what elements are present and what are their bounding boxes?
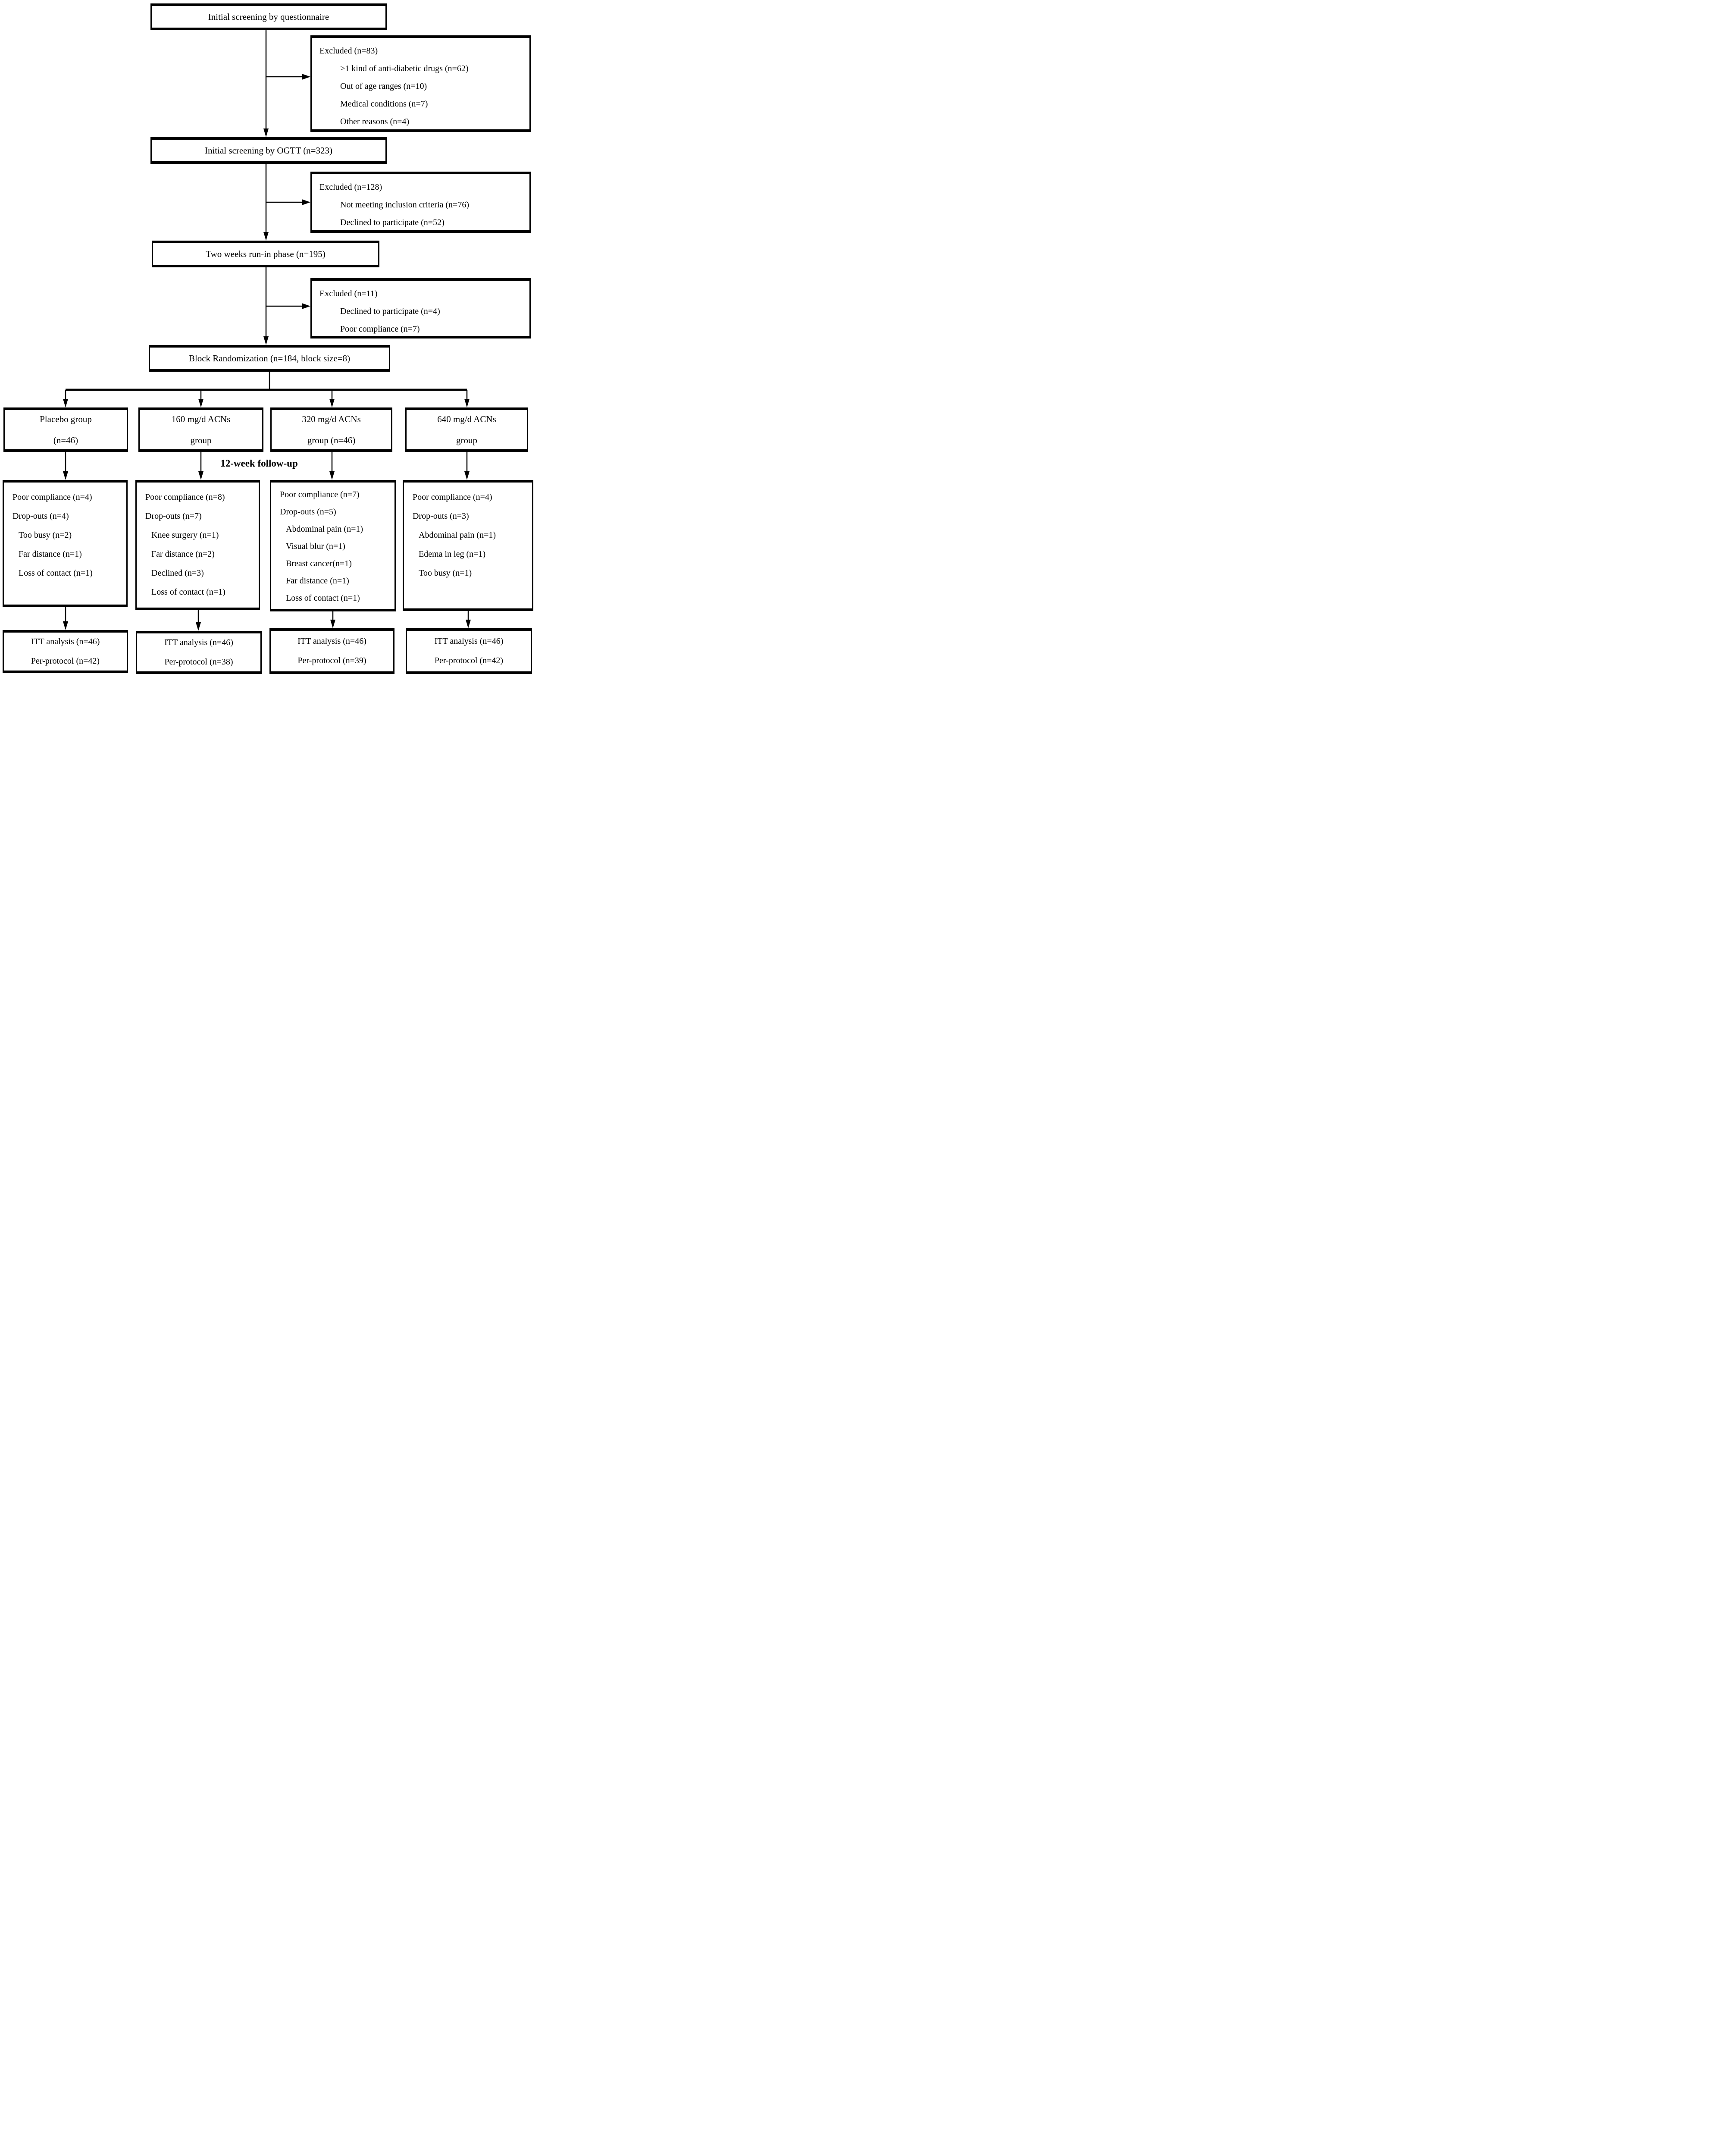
itt-analysis-label: ITT analysis (n=46) [297,636,366,646]
excluded-title: Excluded (n=128) [319,182,382,192]
box-analysis-placebo: ITT analysis (n=46) Per-protocol (n=42) [3,630,128,673]
excluded-reason: Out of age ranges (n=10) [340,81,427,91]
group-label-line2: (n=46) [53,435,78,445]
box-excluded-2: Excluded (n=128) Not meeting inclusion c… [310,172,531,233]
excluded-reason: Declined to participate (n=52) [340,218,445,227]
dropout-reason: Loss of contact (n=1) [19,568,93,578]
group-label-line2: group [190,435,212,445]
excluded-reason: Other reasons (n=4) [340,117,410,126]
dropout-reason: Knee surgery (n=1) [151,530,219,540]
group-label-line1: 320 mg/d ACNs [302,414,361,424]
box-excluded-1: Excluded (n=83) >1 kind of anti-diabetic… [310,35,531,132]
box-block-randomization: Block Randomization (n=184, block size=8… [149,345,390,372]
box-dropouts-640mg: Poor compliance (n=4) Drop-outs (n=3) Ab… [403,480,533,611]
dropout-reason: Edema in leg (n=1) [419,549,486,559]
itt-analysis-label: ITT analysis (n=46) [164,638,233,647]
dropout-reason: Loss of contact (n=1) [151,587,225,597]
box-dropouts-320mg: Poor compliance (n=7) Drop-outs (n=5) Ab… [270,480,396,611]
arrowhead-down-icon [330,620,335,628]
excluded-reason: >1 kind of anti-diabetic drugs (n=62) [340,64,469,73]
box-group-160mg: 160 mg/d ACNs group [138,407,263,452]
dropout-line: Drop-outs (n=4) [13,511,69,521]
arrowhead-down-icon [329,471,335,480]
box-group-placebo: Placebo group (n=46) [3,407,128,452]
box-analysis-320mg: ITT analysis (n=46) Per-protocol (n=39) [269,628,394,674]
box-group-640mg: 640 mg/d ACNs group [405,407,528,452]
dropout-line: Drop-outs (n=5) [280,507,336,517]
box-dropouts-placebo: Poor compliance (n=4) Drop-outs (n=4) To… [3,480,128,607]
group-label-line2: group [456,435,477,445]
arrowhead-down-icon [464,399,470,407]
box-label: Two weeks run-in phase (n=195) [206,248,326,259]
dropout-reason: Far distance (n=1) [19,549,82,559]
consort-flow-diagram: Initial screening by questionnaire Exclu… [0,0,535,678]
group-label-line1: 160 mg/d ACNs [171,414,231,424]
per-protocol-label: Per-protocol (n=42) [434,656,504,665]
arrowhead-right-icon [302,199,310,205]
dropout-line: Drop-outs (n=7) [145,511,202,521]
excluded-reason: Medical conditions (n=7) [340,99,428,109]
connector-lines [63,30,471,631]
dropout-reason: Breast cancer(n=1) [286,559,352,568]
dropout-line: Poor compliance (n=4) [13,492,92,502]
dropout-line: Poor compliance (n=4) [413,492,492,502]
box-dropouts-160mg: Poor compliance (n=8) Drop-outs (n=7) Kn… [135,480,260,610]
box-analysis-160mg: ITT analysis (n=46) Per-protocol (n=38) [136,631,262,674]
dropout-reason: Far distance (n=1) [286,576,349,586]
excluded-reason: Not meeting inclusion criteria (n=76) [340,200,469,210]
arrowhead-right-icon [302,303,310,309]
arrowhead-down-icon [263,128,269,137]
group-label-line1: 640 mg/d ACNs [437,414,496,424]
dropout-reason: Too busy (n=1) [419,568,472,578]
arrowhead-right-icon [302,74,310,80]
dropout-reason: Abdominal pain (n=1) [286,524,363,534]
dropout-line: Poor compliance (n=8) [145,492,225,502]
arrowhead-down-icon [198,471,204,480]
arrowhead-down-icon [329,399,335,407]
per-protocol-label: Per-protocol (n=39) [297,656,366,665]
arrowhead-down-icon [63,399,68,407]
group-label-line2: group (n=46) [307,435,356,445]
box-excluded-3: Excluded (n=11) Declined to participate … [310,278,531,338]
dropout-reason: Too busy (n=2) [19,530,72,540]
excluded-reason: Declined to participate (n=4) [340,307,440,316]
itt-analysis-label: ITT analysis (n=46) [434,636,504,646]
dropout-reason: Abdominal pain (n=1) [419,530,496,540]
arrowhead-down-icon [464,471,470,480]
group-label-line1: Placebo group [40,414,92,424]
itt-analysis-label: ITT analysis (n=46) [31,637,100,646]
box-label: Block Randomization (n=184, block size=8… [188,353,351,364]
excluded-title: Excluded (n=11) [319,289,378,298]
arrowhead-down-icon [466,620,471,628]
box-analysis-640mg: ITT analysis (n=46) Per-protocol (n=42) [406,628,532,674]
box-label: Initial screening by questionnaire [208,11,329,22]
dropout-line: Drop-outs (n=3) [413,511,469,521]
dropout-line: Poor compliance (n=7) [280,490,360,499]
box-initial-screening-ogtt: Initial screening by OGTT (n=323) [150,137,387,164]
box-initial-screening-questionnaire: Initial screening by questionnaire [150,3,387,30]
per-protocol-label: Per-protocol (n=42) [31,656,100,666]
box-group-320mg: 320 mg/d ACNs group (n=46) [270,407,392,452]
arrowhead-down-icon [196,622,201,631]
box-label: Initial screening by OGTT (n=323) [204,145,333,156]
arrowhead-down-icon [198,399,204,407]
per-protocol-label: Per-protocol (n=38) [164,657,233,667]
dropout-reason: Loss of contact (n=1) [286,593,360,603]
excluded-reason: Poor compliance (n=7) [340,324,420,334]
dropout-reason: Far distance (n=2) [151,549,215,559]
box-run-in-phase: Two weeks run-in phase (n=195) [152,241,379,267]
arrowhead-down-icon [63,621,68,630]
dropout-reason: Declined (n=3) [151,568,204,578]
excluded-title: Excluded (n=83) [319,46,378,56]
arrowhead-down-icon [263,336,269,345]
followup-period-label: 12-week follow-up [220,458,298,469]
dropout-reason: Visual blur (n=1) [286,542,345,551]
arrowhead-down-icon [263,232,269,241]
arrowhead-down-icon [63,471,68,480]
